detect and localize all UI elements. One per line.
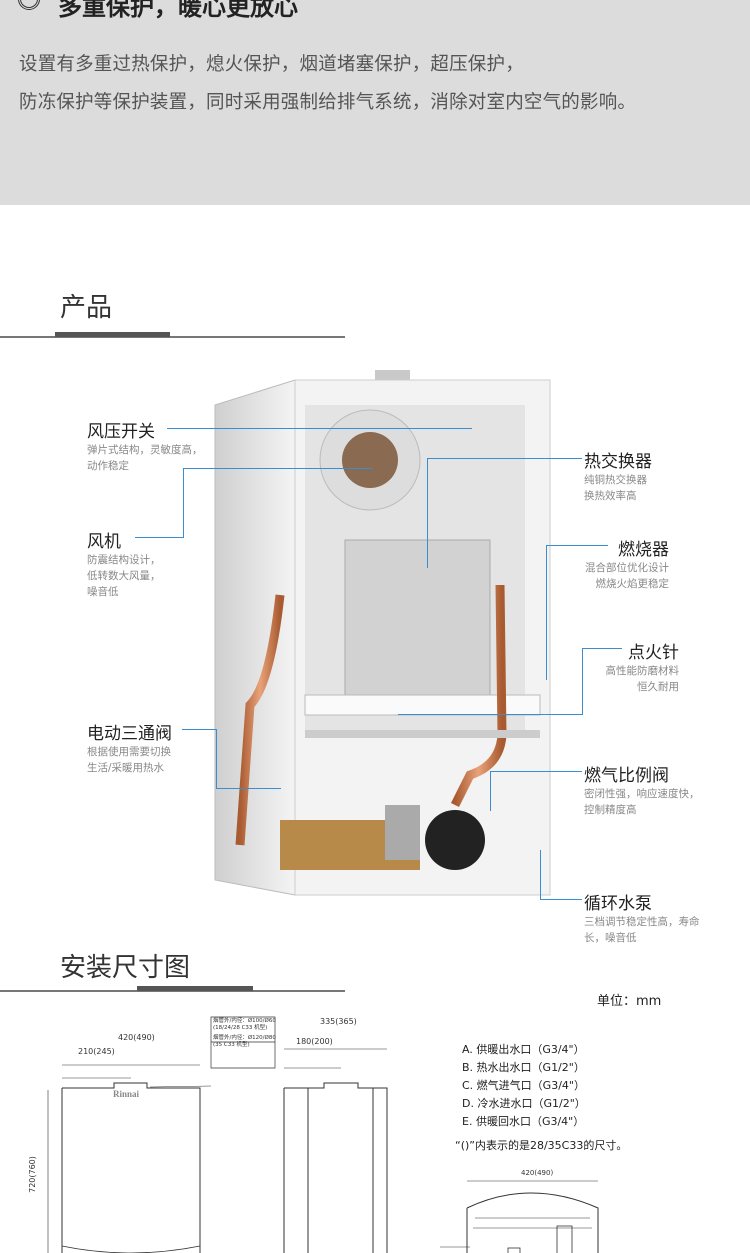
unit-label: 单位：mm (597, 994, 662, 1009)
port-list-item: D. 冷水进水口（G1/2"） (462, 1097, 586, 1110)
callout-label: 燃烧器 (618, 540, 669, 560)
callout-fan: 风机 防震结构设计， 低转数大风量， 噪音低 (87, 527, 161, 600)
callout-line (427, 458, 582, 459)
callout-three-way-valve: 电动三通阀 根据使用需要切换 生活/采暖用热水 (87, 719, 172, 776)
callout-label: 热交换器 (584, 452, 652, 472)
callout-desc: 低转数大风量， (87, 570, 161, 582)
flue-note-line: (18/24/28 C33 机型) (213, 1024, 268, 1031)
product-section-title: 产品 (60, 293, 113, 323)
banner-line-2: 防冻保护等保护装置，同时采用强制给排气系统，消除对室内空气的影响。 (19, 92, 637, 113)
callout-desc: 燃烧火焰更稳定 (595, 578, 670, 590)
callout-desc: 三档调节稳定性高，寿命 (584, 916, 700, 928)
callout-line (540, 899, 582, 900)
callout-desc: 弹片式结构，灵敏度高， (87, 444, 203, 456)
dim-depth: 335(365) (320, 1017, 357, 1026)
callout-label: 循环水泵 (584, 894, 652, 914)
callout-igniter: 点火针 高性能防磨材料 恒久耐用 (590, 638, 680, 695)
flue-note: 烟管外/内径：Ø100/Ø60 (18/24/28 C33 机型) 烟管外/内径… (213, 1018, 276, 1048)
callout-desc: 混合部位优化设计 (585, 562, 669, 574)
divider (0, 990, 345, 992)
callout-line (490, 771, 582, 772)
dim-height: 720(760) (27, 1156, 37, 1193)
divider (0, 336, 345, 338)
divider-accent (137, 986, 253, 991)
divider-accent (55, 332, 170, 337)
callout-desc: 防震结构设计， (87, 554, 161, 566)
callout-desc: 高性能防磨材料 (605, 665, 680, 677)
callout-label: 电动三通阀 (87, 724, 172, 744)
callout-line (546, 545, 608, 546)
callout-label: 风压开关 (87, 422, 155, 442)
callout-line (546, 545, 547, 680)
callout-pump: 循环水泵 三档调节稳定性高，寿命 长，噪音低 (584, 889, 700, 946)
rinnai-logo: Rinnai (113, 1089, 140, 1099)
flue-note-line: 烟管外/内径：Ø120/Ø80 (213, 1035, 276, 1041)
port-list-item: E. 供暖回水口（G3/4"） (462, 1115, 585, 1128)
callout-air-pressure-switch: 风压开关 弹片式结构，灵敏度高， 动作稳定 (87, 417, 203, 474)
callout-desc: 密闭性强，响应速度快， (584, 788, 700, 800)
install-section-title: 安装尺寸图 (60, 953, 191, 983)
boiler-illustration (214, 370, 551, 896)
callout-line (183, 468, 373, 469)
dimension-drawings (47, 1016, 388, 1253)
callout-line (540, 850, 541, 900)
callout-heat-exchanger: 热交换器 纯铜热交换器 换热效率高 (584, 447, 652, 504)
callout-desc: 动作稳定 (87, 460, 129, 472)
callout-desc: 控制精度高 (584, 804, 637, 816)
callout-line (167, 428, 472, 429)
callout-desc: 噪音低 (87, 586, 119, 598)
callout-label: 燃气比例阀 (584, 766, 669, 786)
dim-width: 420(490) (118, 1033, 155, 1042)
callout-desc: 生活/采暖用热水 (87, 762, 165, 774)
dim-bottom-width: 420(490) (521, 1169, 554, 1177)
callout-desc: 长，噪音低 (584, 932, 637, 944)
callout-line (135, 537, 184, 538)
callout-gas-valve: 燃气比例阀 密闭性强，响应速度快， 控制精度高 (584, 761, 700, 818)
callout-line (427, 458, 428, 568)
port-list-item: C. 燃气进气口（G3/4"） (462, 1079, 585, 1092)
callout-label: 点火针 (628, 643, 679, 663)
banner-title: 多重保护，暖心更放心 (58, 0, 298, 21)
feature-banner (0, 0, 750, 205)
banner-line-1: 设置有多重过热保护，熄火保护，烟道堵塞保护，超压保护， (19, 54, 524, 75)
callout-line (183, 468, 184, 538)
port-list-item: A. 供暖出水口（G3/4"） (462, 1043, 585, 1056)
callout-desc: 根据使用需要切换 (87, 746, 171, 758)
size-note: “()”内表示的是28/35C33的尺寸。 (455, 1139, 628, 1152)
flue-note-line: 烟管外/内径：Ø100/Ø60 (213, 1018, 276, 1024)
callout-line (398, 714, 583, 715)
callout-line (216, 729, 217, 789)
bottom-view-drawing (440, 1180, 599, 1253)
callout-line (582, 648, 622, 649)
dim-half-width: 210(245) (78, 1047, 115, 1056)
callout-desc: 换热效率高 (584, 490, 637, 502)
callout-line (490, 771, 491, 811)
callout-desc: 恒久耐用 (637, 681, 679, 693)
flue-note-line: (35 C33 机型) (213, 1041, 250, 1048)
port-list-item: B. 热水出水口（G1/2"） (462, 1061, 585, 1074)
callout-desc: 纯铜热交换器 (584, 474, 647, 486)
callout-line (582, 648, 583, 715)
callout-line (182, 729, 217, 730)
dim-flue-position: 180(200) (296, 1037, 333, 1046)
callout-label: 风机 (87, 532, 121, 552)
callout-burner: 燃烧器 混合部位优化设计 燃烧火焰更稳定 (560, 535, 669, 592)
callout-line (216, 788, 281, 789)
